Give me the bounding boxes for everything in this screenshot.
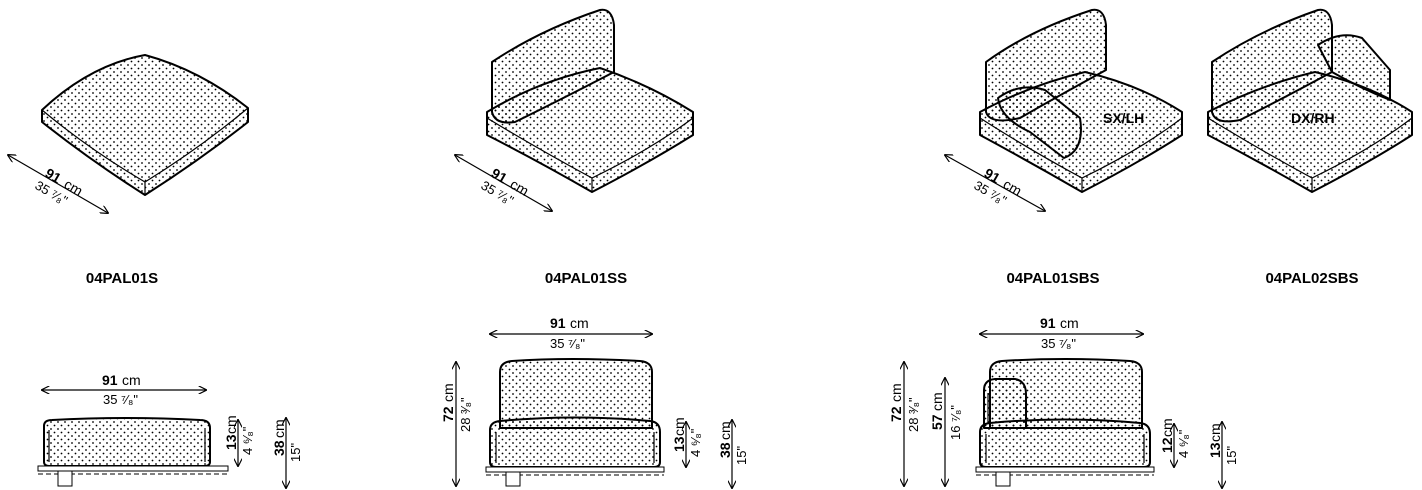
svg-text:12: 12 xyxy=(1159,437,1175,453)
iso-dim-armless: 91 cm 35 ⁷⁄₈" xyxy=(455,155,552,211)
svg-text:72: 72 xyxy=(888,406,904,422)
product-code-04PAL01SS: 04PAL01SS xyxy=(545,270,627,287)
svg-text:28 ³⁄₈": 28 ³⁄₈" xyxy=(458,397,473,432)
svg-text:cm: cm xyxy=(1060,315,1079,331)
tag-sx-lh: SX/LH xyxy=(1103,110,1144,126)
iso-corner-left: SX/LH xyxy=(979,8,1183,193)
svg-text:35 ⁷⁄₈": 35 ⁷⁄₈" xyxy=(1041,336,1076,351)
tag-dx-rh: DX/RH xyxy=(1291,110,1335,126)
svg-text:15": 15" xyxy=(734,446,749,465)
front-ottoman: 91 cm 35 ⁷⁄₈" 13 cm 4 ⁶⁄₈" 38 cm 15" xyxy=(37,372,303,488)
svg-text:cm: cm xyxy=(223,415,239,434)
svg-text:16 ⁷⁄₈": 16 ⁷⁄₈" xyxy=(948,405,963,440)
svg-text:38: 38 xyxy=(271,440,287,456)
svg-text:57: 57 xyxy=(929,414,945,430)
svg-text:cm: cm xyxy=(1159,418,1175,437)
svg-text:91: 91 xyxy=(489,165,511,187)
svg-text:91: 91 xyxy=(982,165,1004,187)
svg-text:4 ⁶⁄₈": 4 ⁶⁄₈" xyxy=(240,426,255,455)
svg-text:cm: cm xyxy=(271,419,287,438)
svg-text:38: 38 xyxy=(717,442,733,458)
iso-ottoman xyxy=(41,54,249,196)
product-code-04PAL01S: 04PAL01S xyxy=(86,270,158,287)
svg-text:cm: cm xyxy=(1207,423,1223,442)
front-armless: 91 cm 35 ⁷⁄₈" 72 cm 28 ³⁄₈" 13 cm 4 ⁶⁄₈"… xyxy=(440,315,749,488)
svg-text:cm: cm xyxy=(717,421,733,440)
dim-width-value: 91 xyxy=(43,165,65,187)
svg-text:13: 13 xyxy=(1207,442,1223,458)
svg-text:cm: cm xyxy=(440,383,456,402)
svg-text:91: 91 xyxy=(102,372,118,388)
svg-text:15": 15" xyxy=(288,443,303,462)
svg-text:13: 13 xyxy=(671,436,687,452)
svg-text:91: 91 xyxy=(1040,315,1056,331)
svg-text:cm: cm xyxy=(888,383,904,402)
svg-text:cm: cm xyxy=(671,417,687,436)
svg-text:35 ⁷⁄₈": 35 ⁷⁄₈" xyxy=(103,392,138,407)
iso-corner-right: DX/RH xyxy=(1207,8,1413,193)
svg-text:91: 91 xyxy=(550,315,566,331)
svg-text:4 ⁶⁄₈": 4 ⁶⁄₈" xyxy=(1176,429,1191,458)
svg-text:15": 15" xyxy=(1224,446,1239,465)
svg-text:13: 13 xyxy=(223,434,239,450)
svg-text:72: 72 xyxy=(440,406,456,422)
iso-armless xyxy=(486,8,694,193)
svg-text:cm: cm xyxy=(122,372,141,388)
front-corner: 91 cm 35 ⁷⁄₈" 72 cm 28 ³⁄₈" 57 cm 16 ⁷⁄₈… xyxy=(888,315,1239,488)
product-code-04PAL02SBS: 04PAL02SBS xyxy=(1265,270,1358,287)
svg-text:4 ⁶⁄₈": 4 ⁶⁄₈" xyxy=(688,428,703,457)
svg-text:cm: cm xyxy=(929,392,945,411)
svg-text:28 ³⁄₈": 28 ³⁄₈" xyxy=(906,397,921,432)
iso-dim-ottoman: 91 cm 35 ⁷⁄₈" xyxy=(8,155,108,213)
svg-text:cm: cm xyxy=(570,315,589,331)
svg-text:35 ⁷⁄₈": 35 ⁷⁄₈" xyxy=(550,336,585,351)
product-code-04PAL01SBS: 04PAL01SBS xyxy=(1006,270,1099,287)
